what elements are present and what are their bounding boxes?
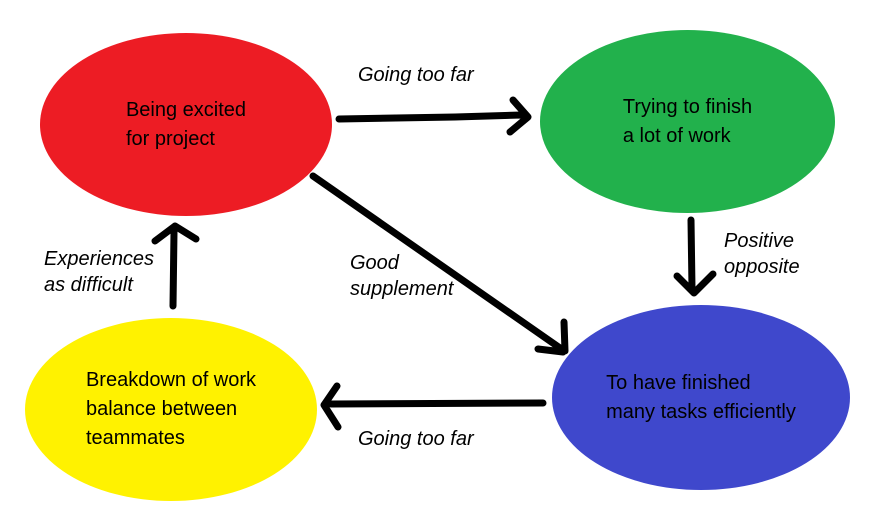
edge-label-experiences-as-difficult: Experiences as difficult [44,248,155,296]
node-trying-to-finish-work: Trying to finish a lot of work [540,30,835,213]
node-breakdown-work-balance: Breakdown of work balance between teamma… [25,318,317,501]
arrow-excited-to-trying-icon [335,96,532,136]
edge-label-going-too-far-bottom: Going too far [358,428,474,450]
arrow-excited-to-finished-icon [309,172,569,356]
node-breakdown-label: Breakdown of work balance between teamma… [85,369,257,449]
arrow-breakdown-to-excited-icon [151,222,200,310]
node-being-excited-for-project: Being excited for project [40,33,332,216]
node-finished-tasks-label: To have finished many tasks efficiently [606,371,796,423]
arrow-trying-to-finished-icon [673,216,717,297]
edge-label-good-supplement: Good supplement [350,252,454,300]
node-trying-finish-label: Trying to finish a lot of work [622,95,753,147]
edge-label-positive-opposite: Positive opposite [724,230,800,278]
node-finished-many-tasks: To have finished many tasks efficiently [552,305,850,490]
arrow-finished-to-breakdown-icon [320,382,547,431]
edge-label-going-too-far-top: Going too far [358,64,474,86]
node-being-excited-label: Being excited for project [125,98,247,150]
